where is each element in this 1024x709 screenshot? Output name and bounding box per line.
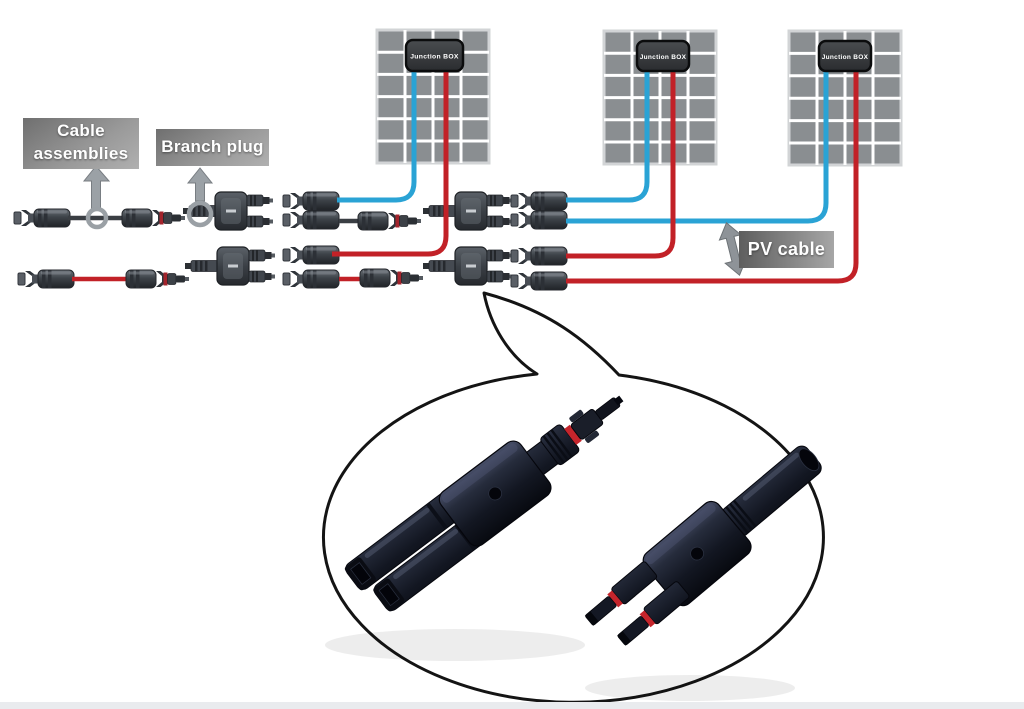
mc4-male-connector bbox=[121, 208, 186, 228]
mc4-female-connector bbox=[282, 269, 340, 289]
photo-shadow bbox=[325, 629, 585, 661]
junction-box-label: Junction BOX bbox=[640, 54, 687, 61]
label-pv-cable: PV cable bbox=[739, 231, 834, 268]
cable-red-panel-1 bbox=[332, 60, 449, 257]
label-cable-assemblies: Cable assemblies bbox=[23, 118, 139, 169]
cable-red-panel-3 bbox=[566, 62, 859, 284]
arrow-up-icon bbox=[186, 167, 214, 228]
mc4-female-connector bbox=[510, 191, 568, 211]
cable-assembly-bottom-mid bbox=[339, 268, 424, 288]
junction-box-1: Junction BOX bbox=[404, 38, 465, 73]
photo-shadow bbox=[585, 675, 795, 701]
cable-assembly-top-mid bbox=[339, 211, 422, 231]
solar-panel-3 bbox=[787, 29, 903, 167]
arrow-up-icon bbox=[82, 165, 111, 230]
connector-pair-top-left bbox=[282, 191, 340, 230]
junction-box-label: Junction BOX bbox=[822, 54, 869, 61]
highlight-ring bbox=[186, 200, 214, 228]
mc4-male-connector bbox=[357, 211, 422, 231]
cable-blue-panel-1 bbox=[337, 60, 417, 203]
cable-blue-panel-2 bbox=[566, 62, 650, 203]
branch-plug-top-mid bbox=[422, 191, 514, 231]
label-cable-assemblies-line1: Cable bbox=[57, 121, 105, 140]
connector-pair-bottom-right bbox=[510, 246, 568, 291]
cable-assembly-top-left bbox=[13, 208, 186, 228]
mc4-female-connector bbox=[282, 191, 340, 211]
mc4-female-connector bbox=[282, 245, 340, 265]
solar-panel-2 bbox=[602, 29, 718, 166]
mc4-female-connector bbox=[510, 210, 568, 230]
junction-box-2: Junction BOX bbox=[635, 39, 691, 73]
label-cable-assemblies-line2: assemblies bbox=[33, 143, 129, 163]
junction-box-label: Junction BOX bbox=[410, 54, 459, 61]
label-branch-plug: Branch plug bbox=[156, 129, 269, 166]
connector-pair-bottom-left bbox=[282, 245, 340, 289]
cable-blue-panel-3 bbox=[566, 62, 829, 224]
bottom-edge-strip bbox=[0, 702, 1024, 709]
mc4-male-connector bbox=[125, 269, 190, 289]
cable-red-panel-2 bbox=[566, 62, 676, 259]
connector-pair-top-right bbox=[510, 191, 568, 230]
mc4-male-connector bbox=[359, 268, 424, 288]
mc4-female-connector bbox=[510, 246, 568, 266]
cable-assembly-bottom-left bbox=[17, 269, 190, 289]
mc4-female-connector bbox=[510, 271, 568, 291]
branch-plug-bottom-left bbox=[184, 246, 276, 286]
junction-box-3: Junction BOX bbox=[817, 39, 873, 73]
mc4-female-connector bbox=[282, 210, 340, 230]
highlight-ring bbox=[85, 206, 109, 230]
mc4-female-connector bbox=[13, 208, 71, 228]
mc4-female-connector bbox=[17, 269, 75, 289]
